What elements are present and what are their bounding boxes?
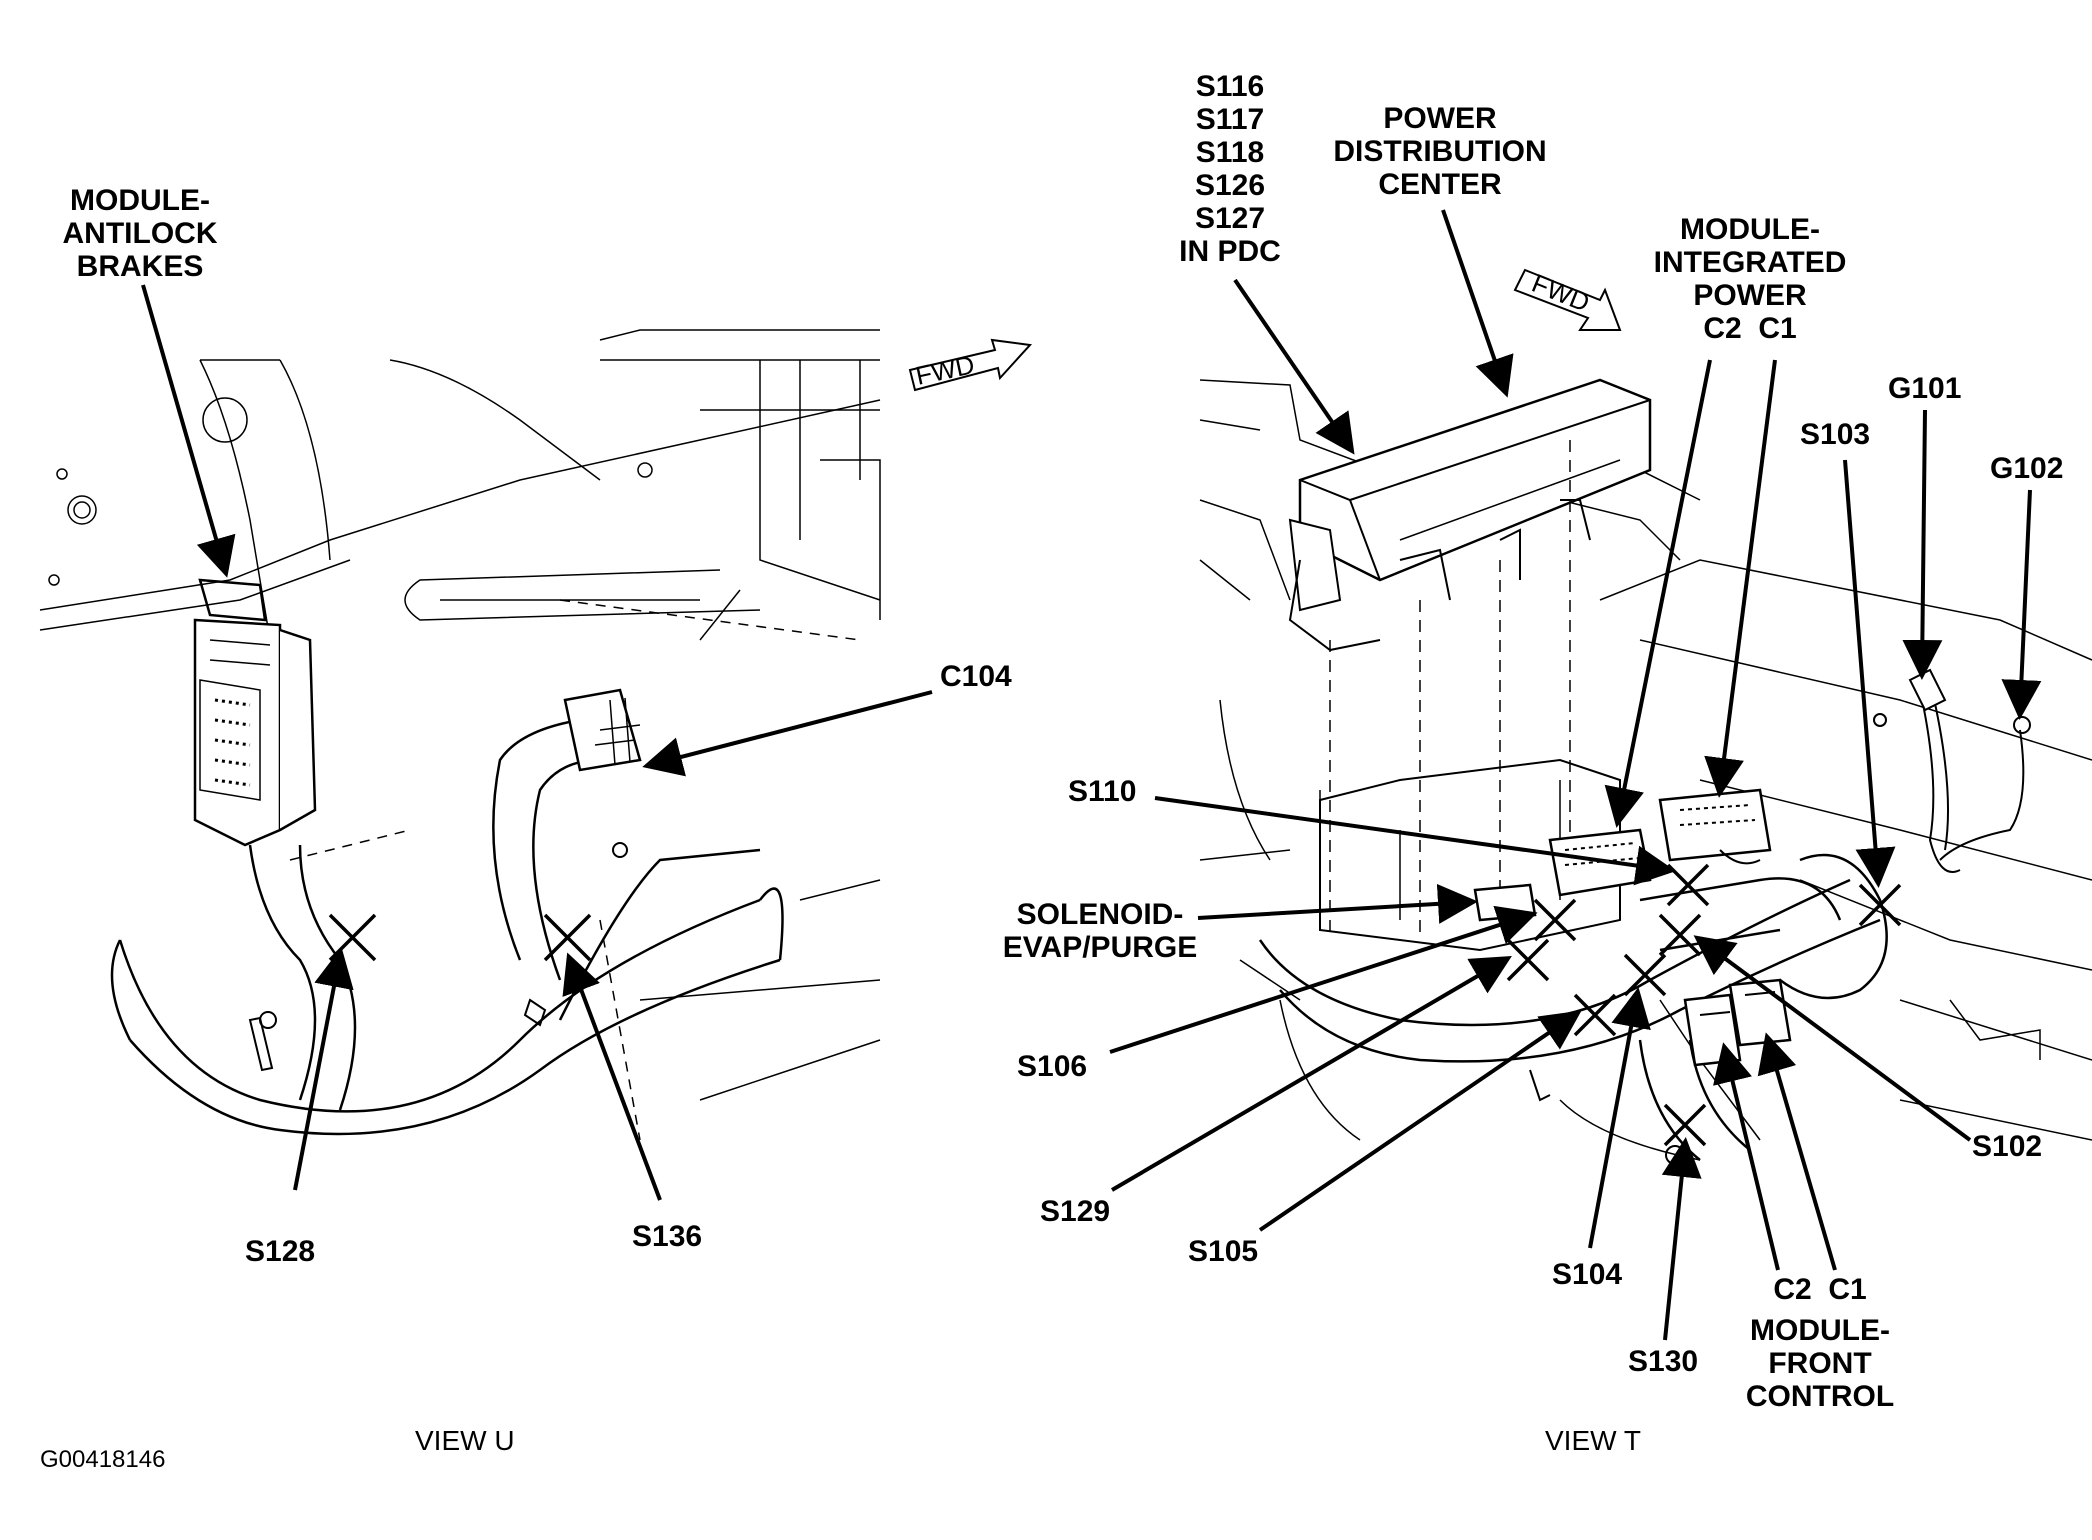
figure-id: G00418146	[40, 1446, 166, 1473]
fwd-arrow-left: FWD	[908, 338, 1033, 392]
label-c104: C104	[940, 660, 1012, 693]
label-tipm-line1: MODULE-	[1680, 213, 1820, 246]
label-s102: S102	[1972, 1130, 2043, 1163]
leader-s128	[293, 947, 354, 1191]
leader-g102	[2001, 489, 2042, 720]
label-solenoid-evap-purge: SOLENOID- EVAP/PURGE	[1000, 898, 1200, 964]
label-s104: S104	[1552, 1258, 1623, 1291]
leader-s103	[1843, 459, 1896, 888]
label-g101: G101	[1888, 372, 1962, 405]
label-s118: S118	[1195, 136, 1265, 169]
label-s105: S105	[1188, 1235, 1259, 1268]
leader-tipm-c1	[1704, 359, 1777, 798]
label-pdc-line3: CENTER	[1378, 168, 1502, 201]
label-power-distribution-center: POWER DISTRIBUTION CENTER	[1320, 102, 1560, 201]
label-tipm-connectors: C2 C1	[1703, 312, 1797, 345]
label-s136: S136	[632, 1220, 703, 1253]
label-pdc-splices: S116 S117 S118 S126 S127 IN PDC	[1160, 70, 1300, 268]
leader-g101	[1902, 409, 1943, 680]
label-solenoid-line2: EVAP/PURGE	[1002, 931, 1198, 964]
leader-s129	[1110, 955, 1512, 1192]
leader-s130	[1661, 1137, 1702, 1341]
leader-s106	[1109, 905, 1538, 1054]
label-s110: S110	[1068, 775, 1137, 808]
label-pdc-line2: DISTRIBUTION	[1333, 135, 1547, 168]
leader-s136	[562, 952, 662, 1201]
leader-fcm-c1	[1757, 1032, 1837, 1271]
label-s130: S130	[1628, 1345, 1699, 1378]
label-fcm-line1: MODULE-	[1750, 1314, 1890, 1347]
leader-abs	[141, 284, 236, 578]
label-s129: S129	[1040, 1195, 1111, 1228]
label-pdc-line1: POWER	[1383, 102, 1497, 135]
label-s116: S116	[1195, 70, 1265, 103]
label-solenoid-line1: SOLENOID-	[1016, 898, 1184, 931]
leader-fcm-c2	[1713, 1042, 1780, 1271]
label-s127: S127	[1194, 202, 1266, 235]
fwd-arrow-right: FWD	[1513, 268, 1622, 331]
label-fcm-line3: CONTROL	[1745, 1380, 1895, 1413]
leader-s105	[1258, 1010, 1582, 1232]
label-abs-line3: BRAKES	[76, 250, 204, 283]
leader-pdc-splices	[1233, 278, 1355, 455]
view-t-drawing	[1199, 378, 2092, 1165]
view-u-drawing	[39, 329, 881, 1141]
label-integrated-power-module: MODULE- INTEGRATED POWER C2 C1	[1640, 213, 1860, 345]
svg-text:FWD: FWD	[1528, 268, 1594, 318]
label-s103: S103	[1800, 418, 1871, 451]
label-fcm-connectors: C2 C1	[1773, 1273, 1867, 1306]
leader-tipm-c2	[1604, 359, 1712, 828]
label-abs-line2: ANTILOCK	[62, 217, 218, 250]
leader-s104	[1588, 987, 1651, 1249]
label-tipm-line3: POWER	[1693, 279, 1807, 312]
label-in-pdc: IN PDC	[1179, 235, 1281, 268]
view-t-leaders	[1109, 209, 2042, 1341]
view-u-leaders	[141, 284, 933, 1201]
label-s117: S117	[1195, 103, 1265, 136]
label-abs-line1: MODULE-	[70, 184, 210, 217]
svg-text:FWD: FWD	[913, 349, 977, 391]
leader-s102	[1693, 935, 1972, 1142]
label-abs-module: MODULE- ANTILOCK BRAKES	[50, 184, 230, 283]
view-t-caption: VIEW T	[1545, 1425, 1641, 1456]
label-tipm-line2: INTEGRATED	[1653, 246, 1847, 279]
label-s106: S106	[1017, 1050, 1088, 1083]
label-front-control-module: C2 C1 MODULE- FRONT CONTROL	[1720, 1273, 1920, 1413]
label-g102: G102	[1990, 452, 2064, 485]
label-s126: S126	[1194, 169, 1266, 202]
leader-solenoid	[1197, 883, 1478, 924]
leader-c104	[642, 690, 933, 777]
leader-pdc	[1441, 209, 1514, 398]
label-fcm-line2: FRONT	[1768, 1347, 1872, 1380]
leader-s110	[1154, 796, 1676, 886]
view-u-caption: VIEW U	[415, 1425, 515, 1456]
label-s128: S128	[245, 1235, 316, 1268]
